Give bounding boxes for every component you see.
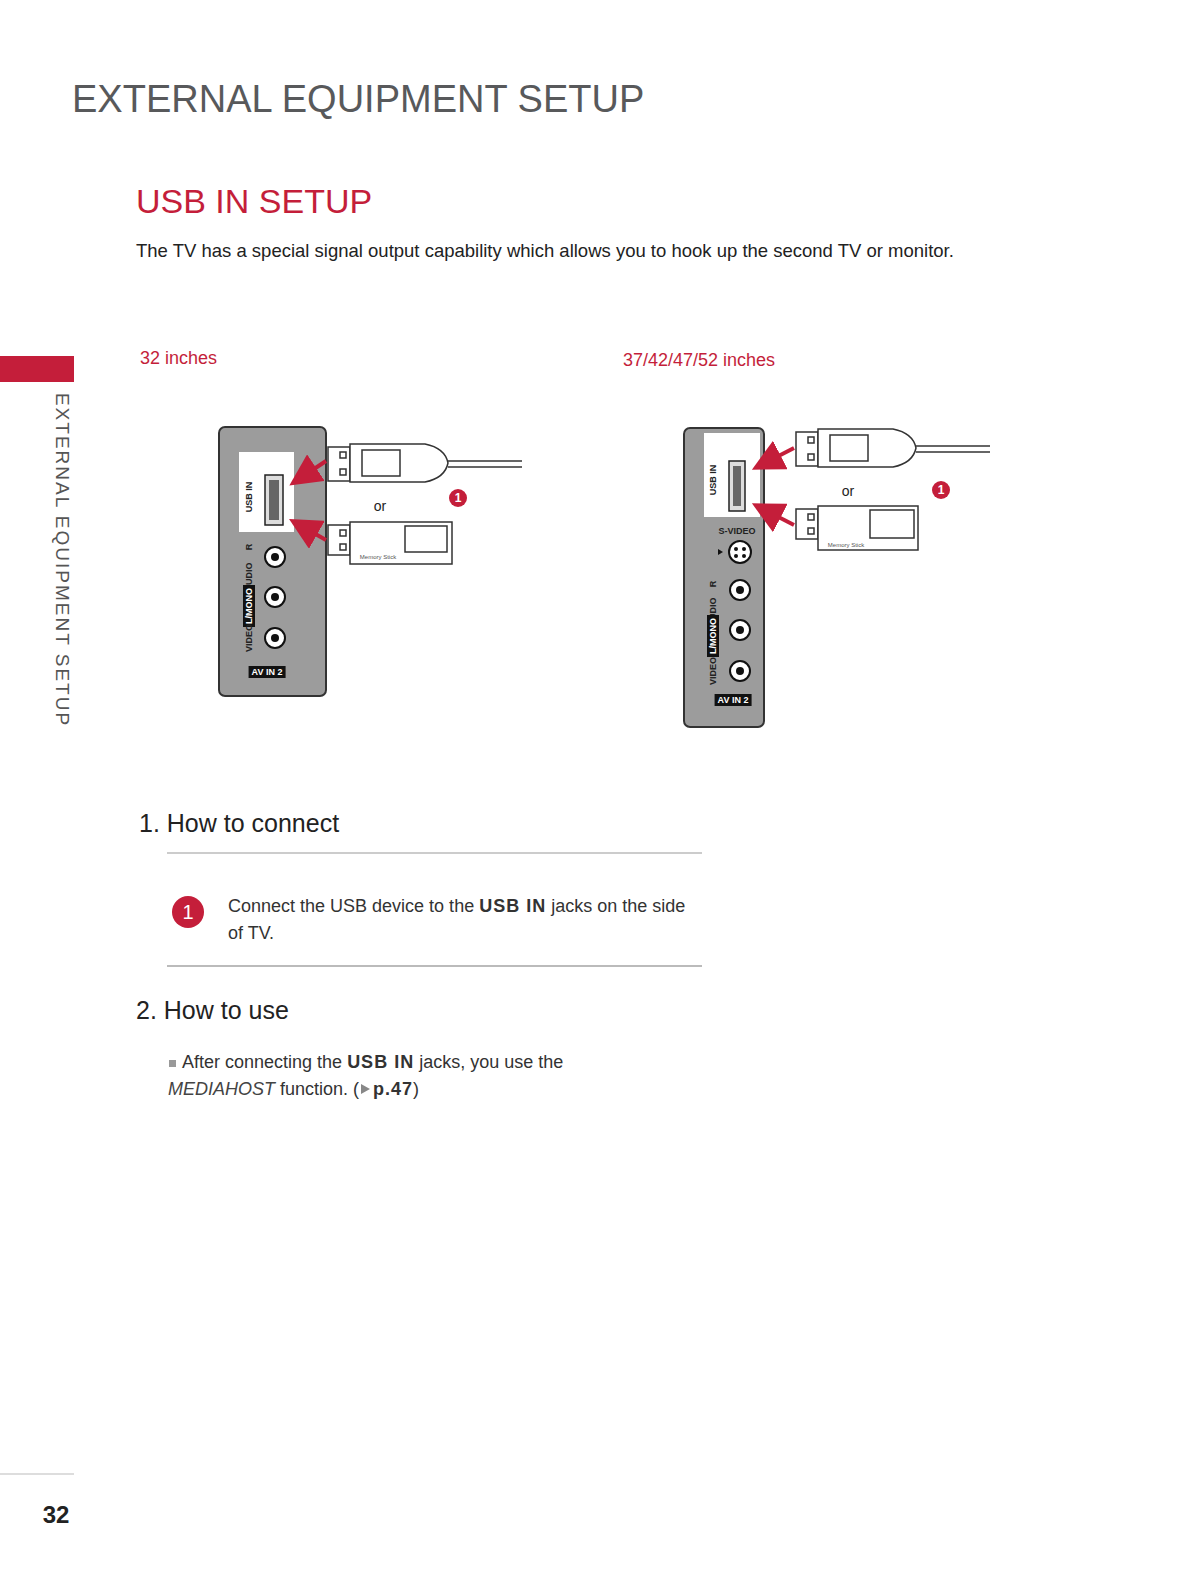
port-label: AV IN 2 (249, 666, 286, 678)
port-label: S-VIDEO (718, 526, 755, 536)
section-tab (0, 356, 74, 382)
device-label: Memory Stick (360, 554, 396, 560)
model-size: 37/42/47/52 inches (623, 350, 775, 371)
paragraph-text: After connecting the (182, 1052, 342, 1072)
section-rule (167, 965, 702, 967)
usb-plug (796, 429, 990, 467)
paragraph-text: ) (413, 1079, 419, 1099)
callout-number: 1 (932, 481, 950, 499)
paragraph-text: MEDIAHOST (168, 1079, 275, 1099)
insert-arrow (296, 461, 326, 481)
model-size: 32 inches (140, 348, 217, 369)
paragraph: Connect the USB device to the USB IN jac… (228, 893, 688, 947)
step-heading: 1. How to connect (139, 809, 339, 838)
side-tab-text: EXTERNAL EQUIPMENT SETUP (51, 393, 73, 727)
port-label: AV IN 2 (715, 694, 752, 706)
page-ref-arrow (359, 1083, 371, 1095)
paragraph-text: Connect the USB device to the (228, 896, 474, 916)
page-number: 32 (43, 1501, 70, 1529)
memory-stick (796, 506, 918, 550)
or-text: or (374, 498, 386, 514)
port-label: L/MONO (243, 585, 255, 627)
tv-side-panel-32 (219, 427, 326, 696)
paragraph-text: USB IN (479, 896, 546, 916)
insert-arrow (759, 448, 794, 466)
port-label: VIDEO (244, 624, 254, 652)
intro-text: The TV has a special signal output capab… (136, 240, 954, 262)
memory-stick (328, 522, 452, 564)
port-label: R (244, 544, 254, 551)
usb-plug (328, 444, 522, 482)
paragraph: After connecting the USB IN jacks, you u… (168, 1049, 608, 1103)
bullet (169, 1060, 176, 1067)
step-heading: 2. How to use (136, 996, 289, 1025)
port-label: VIDEO (708, 657, 718, 685)
callout-number: 1 (172, 896, 204, 928)
device-label: Memory Stick (828, 542, 864, 548)
callout-number: 1 (449, 489, 467, 507)
or-text: or (842, 483, 854, 499)
port-label: R (708, 581, 718, 588)
insert-arrow (759, 507, 794, 525)
paragraph-text: function. ( (280, 1079, 359, 1099)
paragraph-text: jacks, you use the (419, 1052, 563, 1072)
tv-side-panel-37-52 (684, 428, 764, 727)
section-rule (167, 853, 702, 854)
insert-arrow (296, 523, 326, 540)
page-header: EXTERNAL EQUIPMENT SETUP (72, 78, 644, 121)
port-label: L/MONO (707, 615, 719, 657)
section-heading: USB IN SETUP (136, 182, 372, 221)
page-rule (0, 1474, 74, 1475)
port-label: USB IN (708, 465, 718, 496)
port-label: USB IN (244, 482, 254, 513)
paragraph-text: USB IN (347, 1052, 414, 1072)
paragraph-text: p.47 (373, 1079, 413, 1099)
